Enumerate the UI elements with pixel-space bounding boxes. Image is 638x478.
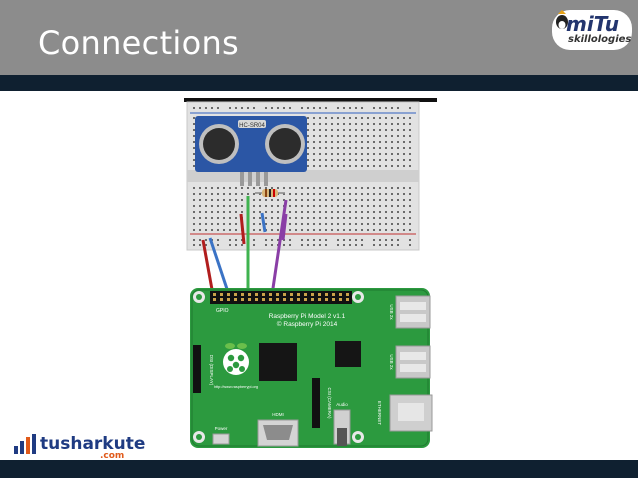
soc-chip — [259, 343, 297, 381]
header-bar — [0, 0, 638, 75]
usb-port-1 — [395, 295, 431, 329]
power-label: Power — [215, 426, 228, 431]
ram-chip — [335, 341, 361, 367]
wire-vcc-board — [239, 213, 246, 245]
resistor — [255, 189, 285, 197]
gpio-label: GPIO — [216, 308, 229, 314]
usb-label-1: USB 2x — [389, 304, 394, 320]
wire-trig-board — [260, 212, 267, 233]
board-title-2: © Raspberry Pi 2014 — [277, 320, 338, 328]
mitu-brand-text: miTu — [566, 12, 619, 36]
csi-label: CSI (CAMERA) — [327, 387, 332, 419]
ultrasonic-sensor: HC-SR04 — [195, 116, 307, 186]
raspberry-logo-icon — [223, 343, 249, 375]
raspberry-pi-board: GPIO Raspberry Pi Model 2 v1.1 © Raspber… — [190, 288, 433, 448]
url-label: http://www.raspberrypi.org — [214, 385, 258, 389]
board-title-1: Raspberry Pi Model 2 v1.1 — [269, 313, 346, 320]
tusharkute-logo-icon — [14, 434, 36, 454]
wire-gnd — [270, 199, 288, 296]
sensor-label: HC-SR04 — [239, 123, 265, 129]
usb-port-2 — [395, 345, 431, 379]
csi-connector — [312, 378, 320, 428]
tusharkute-domain: .com — [100, 451, 125, 461]
gpio-header — [210, 291, 352, 304]
dsi-label: DSI (DISPLAY) — [209, 355, 214, 386]
footer-band — [0, 460, 638, 478]
dsi-connector — [193, 345, 201, 393]
mitu-tagline-text: skillologies — [568, 34, 632, 45]
mitu-logo-icon — [552, 10, 632, 50]
hdmi-port — [257, 419, 299, 447]
slide-title: Connections — [38, 24, 240, 62]
wire-gnd-board — [281, 213, 288, 241]
usb-label-2: USB 2x — [389, 354, 394, 370]
hdmi-label: HDMI — [272, 412, 284, 417]
header-band — [0, 75, 638, 91]
audio-label: Audio — [336, 402, 348, 407]
wire-vcc — [201, 239, 215, 296]
tusharkute-name: tusharkute — [40, 434, 146, 454]
wire-trig — [208, 237, 231, 296]
power-port — [212, 433, 230, 445]
ethernet-label: ETHERNET — [377, 401, 382, 426]
diagram-top-rule — [184, 98, 437, 102]
